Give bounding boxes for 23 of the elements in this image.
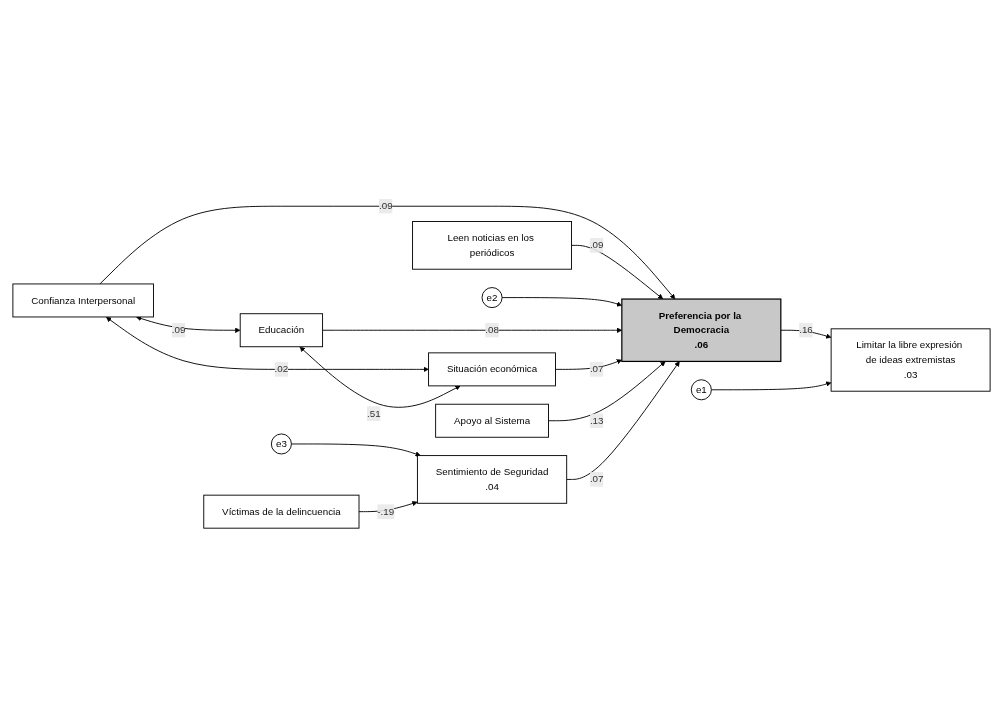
edge-label: .08 [485, 324, 499, 336]
node-box: Limitar la libre expresión de ideas extremistas .03 [830, 328, 991, 392]
node-box: Situación económica [428, 352, 556, 387]
edge-label: .09 [589, 239, 604, 251]
node-circle: e3 [270, 433, 292, 455]
node-box: Educación [239, 313, 324, 348]
edge-label: .16 [799, 324, 813, 336]
edge-label: .02 [274, 363, 289, 375]
edge-label: .13 [589, 415, 604, 426]
node-box: Preferencia por la Democracia .06 [621, 298, 782, 362]
node-box: Apoyo al Sistema [435, 403, 549, 438]
node-circle: e1 [690, 379, 712, 401]
edge-label: .09 [378, 200, 393, 212]
node-box: Víctimas de la delincuencia [203, 494, 360, 529]
edge-label: .07 [589, 363, 604, 375]
node-box: Leen noticias en los periódicos [412, 221, 572, 270]
edge-label: .51 [367, 408, 381, 419]
node-box: Sentimiento de Seguridad .04 [416, 455, 568, 504]
edge-label: .07 [589, 473, 604, 485]
edge-label: .09 [171, 324, 186, 336]
edge-label: -.19 [377, 506, 395, 517]
node-box: Confianza Interpersonal [12, 283, 154, 318]
node-circle: e2 [481, 287, 503, 309]
